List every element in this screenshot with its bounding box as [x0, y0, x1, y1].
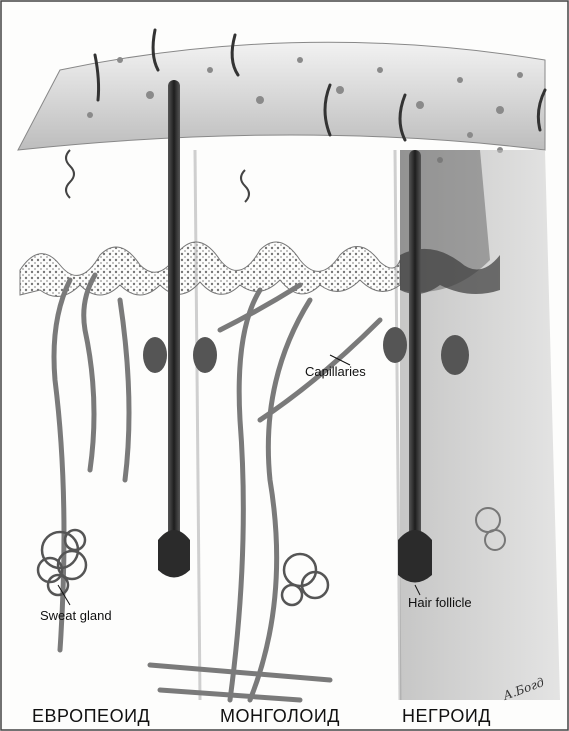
caption-negroid: НЕГРОИД — [402, 706, 491, 726]
sweat-ducts — [66, 150, 249, 202]
sweat-gland-mongoloid — [282, 554, 328, 605]
sweat-gland-label: Sweat gland — [40, 608, 112, 623]
column-divider-2 — [395, 150, 400, 700]
capillary-network — [54, 275, 380, 700]
caption-mongoloid: МОНГОЛОИД — [220, 706, 340, 726]
hair-follicle-label: Hair follicle — [408, 595, 472, 610]
caption-europeoid: ЕВРОПЕОИД — [32, 706, 150, 726]
hair-follicle-europeoid — [158, 80, 190, 578]
column-divider-1 — [195, 150, 200, 700]
capillaries-label: Capillaries — [305, 364, 366, 379]
dermal-papillae — [20, 242, 400, 296]
